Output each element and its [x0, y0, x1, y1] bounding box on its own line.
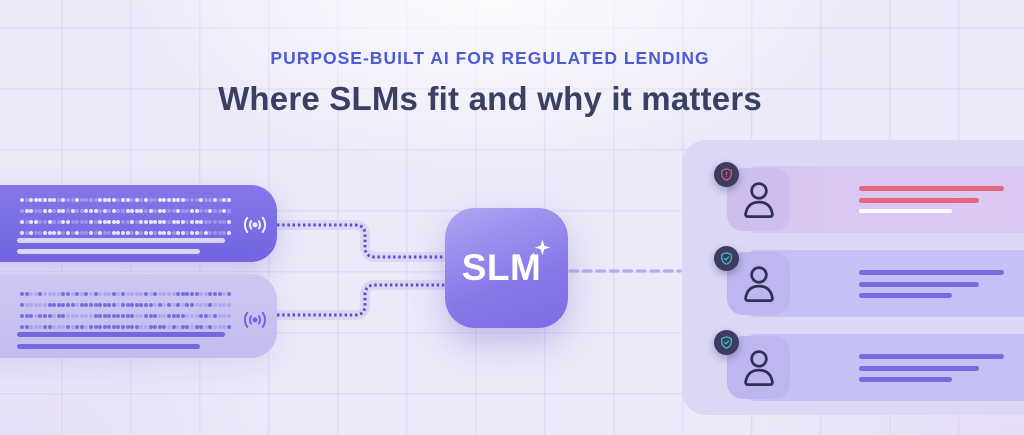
text-placeholder-line — [17, 344, 200, 349]
shield-check-badge — [714, 330, 739, 355]
slm-label: SLM — [461, 247, 542, 288]
page-title: Where SLMs fit and why it matters — [218, 80, 762, 117]
text-placeholder-line — [17, 238, 225, 243]
slm-model-box: SLM — [445, 208, 568, 328]
shield-check-badge — [714, 246, 739, 271]
eyebrow-text: PURPOSE-BUILT AI FOR REGULATED LENDING — [270, 48, 710, 68]
signal-icon — [240, 212, 270, 238]
text-placeholder-line — [859, 270, 1004, 275]
text-placeholder-line — [859, 293, 952, 298]
text-placeholder-line — [859, 282, 979, 287]
text-placeholder-line — [17, 332, 225, 337]
input-stream-idle — [0, 274, 277, 358]
results-panel — [682, 140, 1024, 415]
text-placeholder-line — [859, 209, 952, 213]
person-icon — [743, 181, 774, 218]
text-placeholder-line — [859, 186, 1004, 191]
text-placeholder-line — [859, 366, 979, 371]
sparkle-icon — [529, 239, 551, 261]
input-stream-active — [0, 185, 277, 262]
text-placeholder-line — [859, 354, 1004, 359]
data-dot-matrix — [20, 194, 231, 238]
shield-check-icon — [721, 336, 732, 349]
shield-alert-badge — [714, 162, 739, 187]
result-card-flagged — [742, 166, 1024, 233]
person-icon — [743, 265, 774, 302]
signal-icon — [240, 307, 270, 333]
shield-check-icon — [721, 252, 732, 265]
text-placeholder-line — [859, 198, 979, 203]
text-placeholder-line — [17, 249, 200, 254]
data-dot-matrix — [20, 288, 231, 332]
person-avatar-tile — [727, 168, 790, 231]
shield-alert-icon — [721, 168, 732, 181]
text-placeholder-line — [859, 377, 952, 382]
person-icon — [743, 349, 774, 386]
